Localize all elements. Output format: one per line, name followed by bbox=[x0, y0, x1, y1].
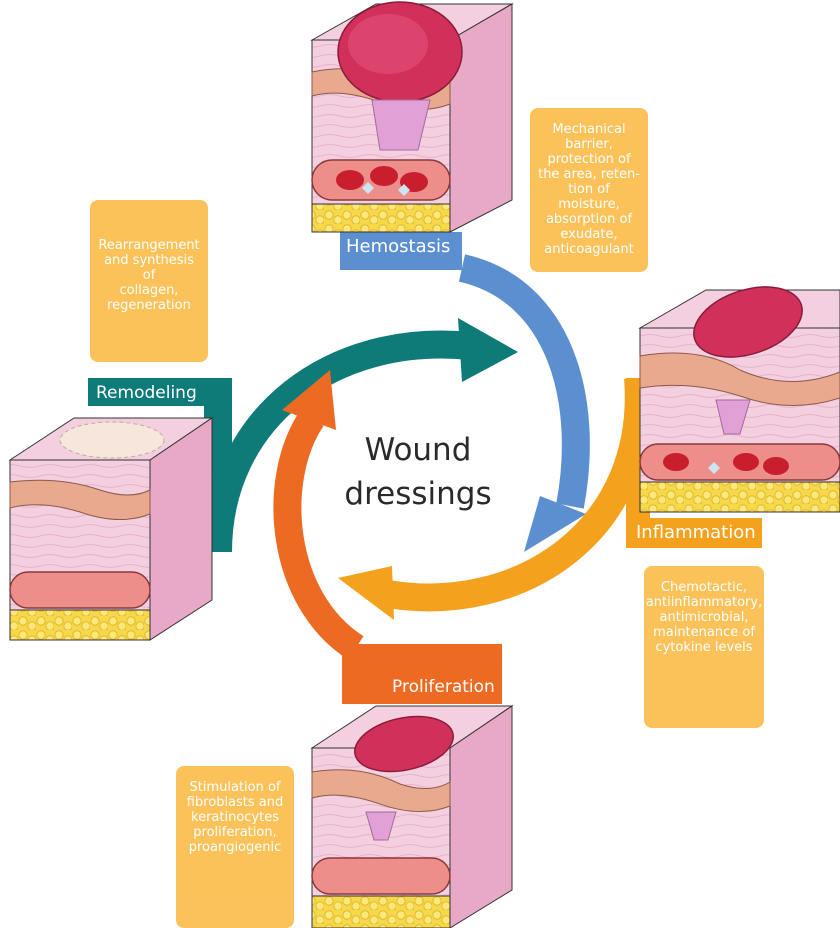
remodeling-arrowhead bbox=[458, 318, 518, 382]
stage-label-inflammation: Inflammation bbox=[636, 522, 756, 544]
note-proliferation: Stimulation of fibroblasts and keratinoc… bbox=[176, 766, 294, 928]
hemostasis-skin-illustration bbox=[312, 2, 512, 232]
stage-label-proliferation: Proliferation bbox=[392, 676, 495, 698]
proliferation-skin-illustration bbox=[312, 706, 512, 928]
inflammation-skin-illustration bbox=[640, 274, 840, 512]
inflammation-arrowhead bbox=[338, 566, 394, 620]
stage-label-hemostasis: Hemostasis bbox=[346, 236, 450, 258]
remodeling-skin-illustration bbox=[10, 418, 212, 640]
note-remodeling: Rearrangement and synthesis of collagen,… bbox=[90, 200, 208, 362]
note-hemostasis: Mechanical barrier, protection of the ar… bbox=[530, 108, 648, 272]
center-title: Wound dressings bbox=[318, 428, 518, 516]
stage-label-remodeling: Remodeling bbox=[96, 382, 197, 404]
note-inflammation: Chemotactic, antiinflammatory, antimicro… bbox=[644, 566, 764, 728]
